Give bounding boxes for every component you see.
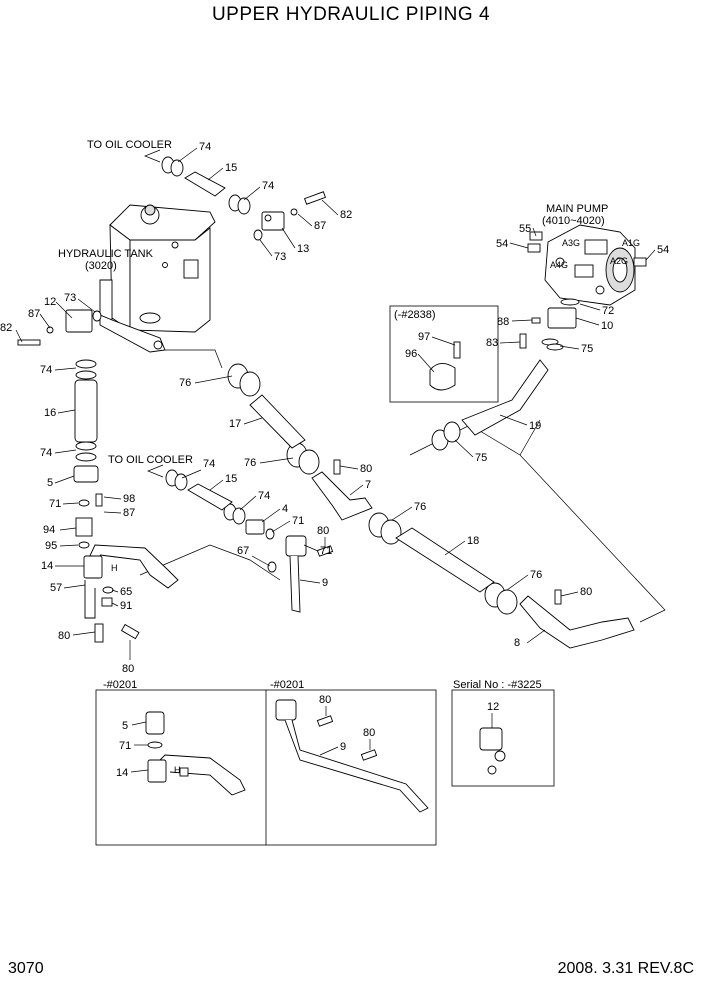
callout-82: 82: [0, 322, 12, 334]
callout-80: 80: [580, 586, 592, 598]
inset-label-serial-3225: Serial No : -#3225: [453, 679, 542, 691]
callout-8: 8: [514, 637, 520, 649]
callout-95: 95: [45, 540, 57, 552]
port-label-h1: H: [111, 563, 118, 573]
hoses: [74, 171, 549, 593]
callout-71: 71: [49, 498, 61, 510]
note-hydraulic-tank-ref: (3020): [85, 260, 117, 272]
callout-12: 12: [44, 296, 56, 308]
callout-5: 5: [122, 720, 128, 732]
fittings-and-pipes: [17, 191, 647, 813]
callout-76: 76: [179, 377, 191, 389]
callout-15: 15: [225, 162, 237, 174]
callout-9: 9: [322, 577, 328, 589]
callout-72: 72: [602, 305, 614, 317]
hydraulic-tank: [99, 204, 216, 353]
callout-18: 18: [467, 535, 479, 547]
callout-leaders: [15, 147, 656, 773]
note-to-oil-cooler-1: TO OIL COOLER: [87, 139, 172, 151]
port-label-a3g: A3G: [562, 238, 580, 248]
callout-9: 9: [340, 741, 346, 753]
callout-4: 4: [282, 503, 288, 515]
port-label-a4g: A4G: [550, 260, 568, 270]
callout-71: 71: [292, 515, 304, 527]
page-title: UPPER HYDRAULIC PIPING 4: [211, 4, 491, 25]
note-main-pump: MAIN PUMP: [546, 203, 608, 215]
callout-76: 76: [244, 457, 256, 469]
inset-box-serial-2838: [389, 305, 499, 403]
inset-label-serial-0201-b: -#0201: [270, 679, 304, 691]
callout-75: 75: [475, 452, 487, 464]
callout-80: 80: [319, 694, 331, 706]
inset-label-serial-2838: (-#2838): [394, 309, 436, 321]
callout-13: 13: [297, 243, 309, 255]
callout-75: 75: [581, 343, 593, 355]
main-pump: [544, 224, 636, 306]
callout-87: 87: [123, 507, 135, 519]
callout-91: 91: [120, 600, 132, 612]
port-label-a1g: A1G: [622, 238, 640, 248]
callout-74: 74: [203, 458, 215, 470]
port-label-h2: H: [174, 765, 181, 775]
callout-74: 74: [40, 364, 52, 376]
arrow-to-oil-cooler-1: [144, 149, 161, 163]
callout-96: 96: [405, 348, 417, 360]
callout-73: 73: [274, 251, 286, 263]
callout-10: 10: [601, 320, 613, 332]
inset-label-serial-0201-a: -#0201: [103, 679, 137, 691]
callout-54: 54: [496, 238, 508, 250]
callout-71: 71: [119, 740, 131, 752]
callout-14: 14: [41, 560, 53, 572]
callout-55: 55: [519, 223, 531, 235]
callout-16: 16: [44, 407, 56, 419]
callout-80: 80: [58, 630, 70, 642]
page-number: 3070: [8, 960, 44, 977]
arrow-to-oil-cooler-2: [147, 464, 164, 478]
callout-80: 80: [317, 525, 329, 537]
callout-87: 87: [314, 220, 326, 232]
o-rings: [75, 156, 580, 749]
callout-82: 82: [340, 209, 352, 221]
assembly-leader-lines: [139, 349, 666, 623]
callout-76: 76: [530, 569, 542, 581]
callout-65: 65: [120, 586, 132, 598]
note-hydraulic-tank: HYDRAULIC TANK: [58, 248, 154, 260]
callout-97: 97: [418, 331, 430, 343]
callout-80: 80: [122, 663, 134, 675]
callout-87: 87: [28, 308, 40, 320]
callout-74: 74: [40, 447, 52, 459]
callout-76: 76: [414, 501, 426, 513]
callout-12: 12: [487, 701, 499, 713]
callout-74: 74: [262, 180, 274, 192]
callout-67: 67: [237, 545, 249, 557]
revision-date: 2008. 3.31 REV.8C: [557, 960, 694, 977]
callout-19: 19: [529, 420, 541, 432]
part-callouts: 74 15 74 82 87 73 13 55 54 54 72 88 10 8…: [0, 141, 669, 779]
callout-15: 15: [225, 473, 237, 485]
note-to-oil-cooler-2: TO OIL COOLER: [108, 454, 193, 466]
callout-88: 88: [497, 316, 509, 328]
callout-54: 54: [657, 244, 669, 256]
callout-73: 73: [64, 292, 76, 304]
inset-box-serial-3225: [451, 689, 555, 787]
callout-74: 74: [258, 490, 270, 502]
callout-94: 94: [43, 524, 55, 536]
callout-98: 98: [123, 493, 135, 505]
callout-5: 5: [47, 477, 53, 489]
callout-80: 80: [363, 727, 375, 739]
callout-17: 17: [229, 418, 241, 430]
callout-14: 14: [116, 767, 128, 779]
callout-74: 74: [199, 141, 211, 153]
callout-7: 7: [365, 479, 371, 491]
callout-57: 57: [50, 582, 62, 594]
callout-71: 71: [320, 545, 332, 557]
port-label-a2g: A2G: [610, 256, 628, 266]
note-main-pump-ref: (4010~4020): [542, 215, 605, 227]
callout-80: 80: [360, 463, 372, 475]
callout-83: 83: [486, 337, 498, 349]
